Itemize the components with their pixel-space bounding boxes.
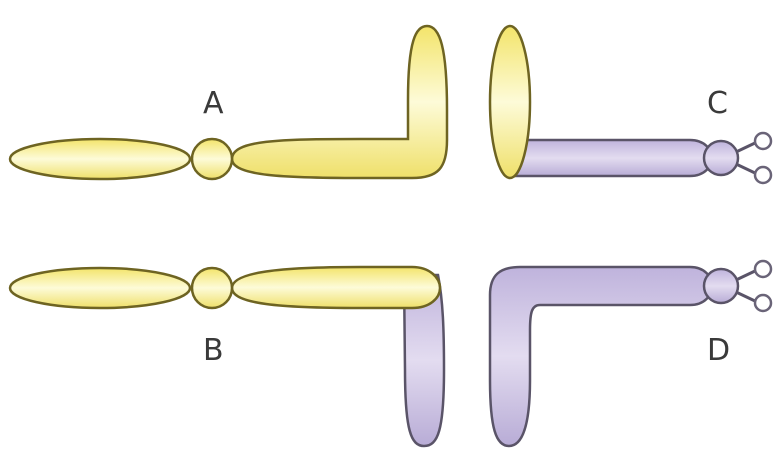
chromosome-d-centromere [704,269,738,303]
label-a: A [203,86,224,121]
chromosome-c-satellite-upper [755,133,771,149]
chromosome-d: D [490,261,771,446]
chromosome-b-long-arm [232,267,440,308]
chromosome-d-satellite-upper [755,261,771,277]
chromosome-a-centromere [192,139,232,179]
label-c: C [707,86,728,121]
chromosome-b-centromere [192,268,232,308]
chromosome-c-translocated-segment [490,26,530,178]
chromosome-a: A [10,26,447,179]
chromosome-a-long-arm [232,26,447,178]
chromosome-b-short-arm [10,268,190,308]
chromosome-c-stalk-upper [736,143,755,152]
chromosome-c-stalk-lower [736,164,755,173]
chromosome-d-satellite-lower [755,295,771,311]
chromosome-d-stalk-lower [736,292,755,301]
chromosome-c-centromere [704,141,738,175]
chromosome-d-long-arm [490,267,712,446]
chromosome-b: B [10,267,444,446]
chromosome-d-stalk-upper [736,271,755,280]
chromosome-a-short-arm [10,139,190,179]
chromosome-c: C [490,26,771,183]
chromosome-c-satellite-lower [755,167,771,183]
label-b: B [203,333,224,368]
label-d: D [707,333,730,368]
chromosome-c-long-arm [510,140,712,176]
